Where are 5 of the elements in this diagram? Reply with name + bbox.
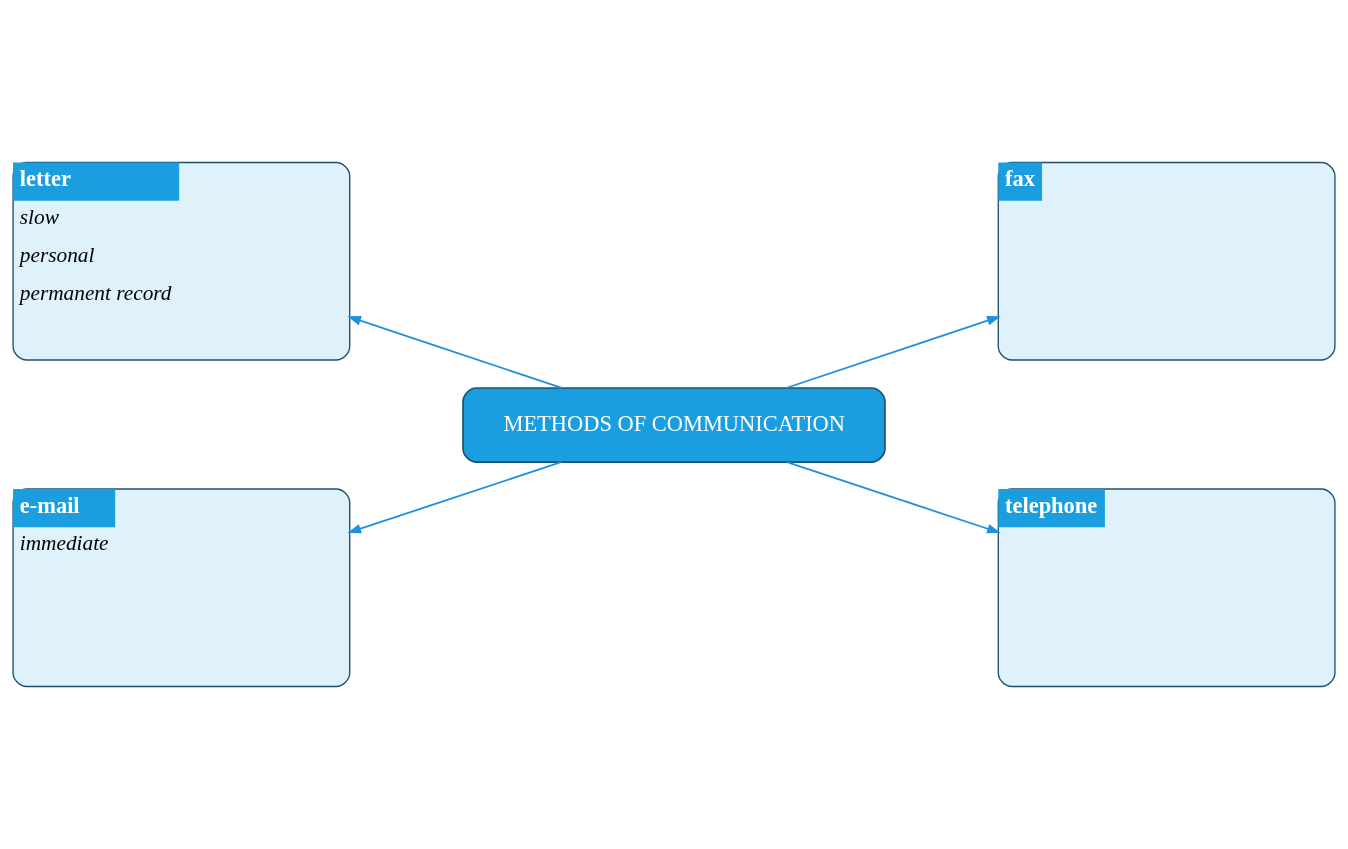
arrow [347, 316, 563, 389]
arrow [785, 316, 1001, 389]
node-box: METHODS OF COMMUNICATION [462, 387, 886, 463]
arrow [347, 461, 562, 534]
arrow [786, 461, 1001, 534]
